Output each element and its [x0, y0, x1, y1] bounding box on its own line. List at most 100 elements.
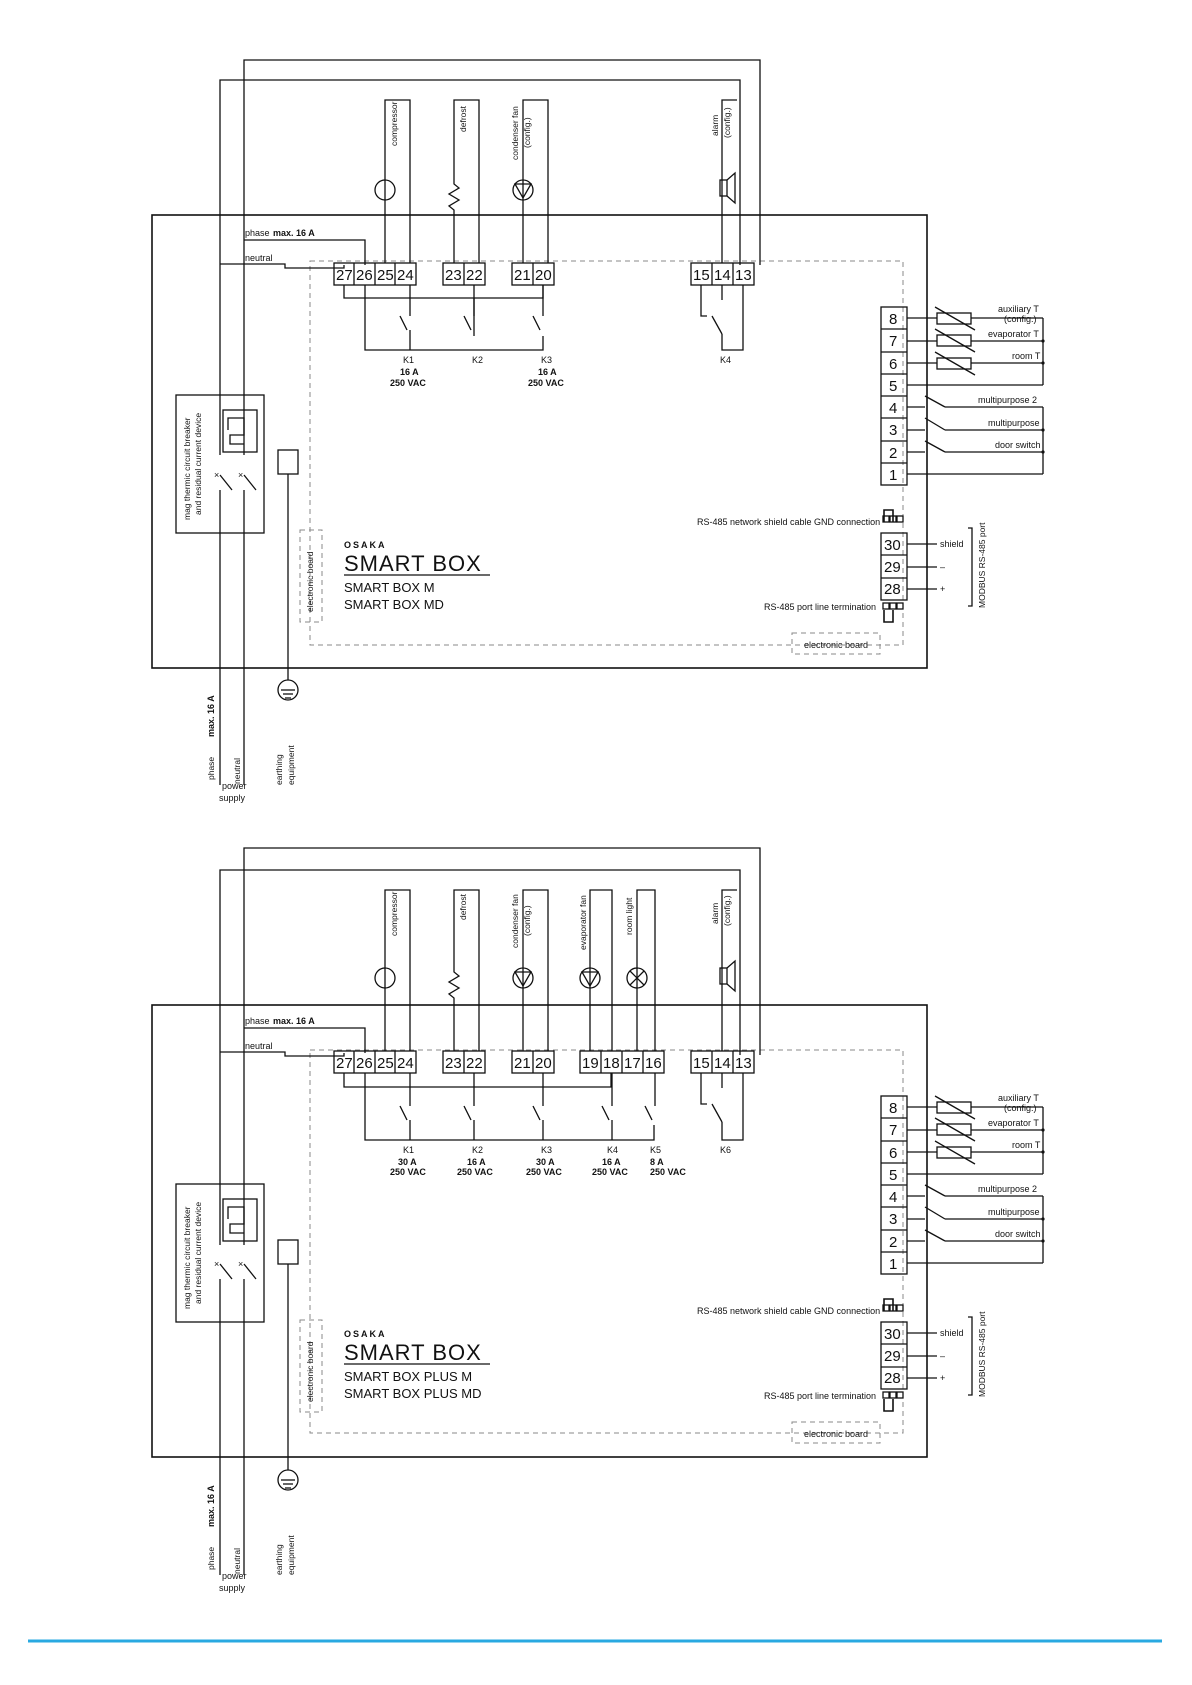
- brand-block: OSAKA SMART BOX SMART BOX M SMART BOX MD: [344, 540, 490, 612]
- defrost-label: defrost: [458, 105, 468, 132]
- terminal-8: 8: [889, 311, 897, 328]
- input-auxiliary-t: auxiliary T: [998, 304, 1039, 314]
- relay-k1: K1 30 A 250 VAC: [390, 1073, 426, 1177]
- relay-k1-voltage: 250 VAC: [390, 1167, 426, 1177]
- input-evaporator-t: evaporator T: [988, 1118, 1039, 1128]
- terminal-25: 25: [377, 267, 394, 284]
- terminal-20: 20: [535, 267, 552, 284]
- earth-terminal: [277, 449, 299, 475]
- relay-k5-current: 8 A: [650, 1157, 664, 1167]
- electronic-board-vertical: electronic board: [305, 551, 315, 612]
- earth-icon: [277, 1469, 299, 1491]
- relay-k1: K1 16 A 250 VAC: [390, 285, 426, 388]
- supply-power: power: [222, 1571, 247, 1581]
- terminal-23: 23: [445, 267, 462, 284]
- svg-text:×: ×: [214, 1259, 219, 1269]
- terminal-15: 15: [693, 1055, 710, 1072]
- terminal-5: 5: [889, 378, 897, 395]
- input-evaporator-t: evaporator T: [988, 329, 1039, 339]
- terminal-13: 13: [735, 267, 752, 284]
- rs485-gnd-label: RS-485 network shield cable GND connecti…: [697, 1306, 880, 1316]
- model-name-2: SMART BOX MD: [344, 597, 444, 612]
- breaker-label-1: mag thermic circuit breaker: [182, 1206, 192, 1309]
- modbus-port-label: MODBUS RS-485 port: [977, 522, 987, 608]
- terminal-5: 5: [889, 1167, 897, 1184]
- terminal-24: 24: [397, 267, 414, 284]
- terminal-3: 3: [889, 1211, 897, 1228]
- rs485-gnd-label: RS-485 network shield cable GND connecti…: [697, 517, 880, 527]
- relay-k1-voltage: 250 VAC: [390, 378, 426, 388]
- load-condenser-fan: condenser fan (config.): [510, 99, 549, 263]
- svg-text:×: ×: [214, 470, 219, 480]
- equipment-label: equipment: [286, 1535, 296, 1575]
- terminal-27: 27: [336, 267, 353, 284]
- terminal-28: 28: [884, 581, 901, 598]
- load-defrost: defrost: [447, 99, 480, 263]
- terminal-3: 3: [889, 422, 897, 439]
- phase-label: phase: [245, 228, 270, 238]
- compressor-label: compressor: [389, 101, 399, 146]
- load-compressor: compressor: [374, 99, 411, 263]
- terminal-4: 4: [889, 400, 897, 417]
- circuit-breaker: mag thermic circuit breaker and residual…: [175, 394, 265, 534]
- sensor-inputs: auxiliary T (config.) evaporator T room …: [907, 1093, 1045, 1264]
- relay-k2: K2 16 A 250 VAC: [457, 1073, 493, 1177]
- condenser-fan-label: condenser fan: [510, 894, 520, 948]
- supply-supply: supply: [219, 1583, 246, 1593]
- speaker-icon: [719, 967, 728, 985]
- relay-k4-name: K4: [607, 1145, 618, 1155]
- terminal-7: 7: [889, 333, 897, 350]
- load-alarm: alarm (config.): [710, 889, 737, 1051]
- terminal-22: 22: [466, 267, 483, 284]
- input-room-t: room T: [1012, 351, 1041, 361]
- phase-max-label: max. 16 A: [273, 1016, 315, 1026]
- top-terminal-block: 27 26 25 24 23 22 21 20 15 14 13: [333, 262, 755, 286]
- shield-label: shield: [940, 1328, 964, 1338]
- diagram-top: phase max. 16 A neutral 27 26 25 24 23 2…: [151, 59, 1045, 803]
- input-auxiliary-config: (config.): [1004, 314, 1037, 324]
- load-defrost: defrost: [447, 889, 480, 1051]
- terminal-20: 20: [535, 1055, 552, 1072]
- relay-k6: K6: [700, 1073, 744, 1155]
- input-multipurpose-2: multipurpose 2: [978, 395, 1037, 405]
- electronic-board-label: electronic board: [804, 640, 868, 650]
- earthing-label: earthing: [274, 754, 284, 785]
- relay-k1-current: 30 A: [398, 1157, 417, 1167]
- terminal-17: 17: [624, 1055, 641, 1072]
- earthing-label: earthing: [274, 1544, 284, 1575]
- fan-icon: [512, 967, 534, 989]
- terminal-1: 1: [889, 1256, 897, 1273]
- input-room-t: room T: [1012, 1140, 1041, 1150]
- terminal-2: 2: [889, 445, 897, 462]
- input-multipurpose: multipurpose: [988, 418, 1040, 428]
- terminal-6: 6: [889, 1145, 897, 1162]
- electronic-board-label: electronic board: [804, 1429, 868, 1439]
- supply-max: max. 16 A: [206, 1485, 216, 1527]
- svg-text:×: ×: [238, 1259, 243, 1269]
- supply-power: power: [222, 781, 247, 791]
- terminal-22: 22: [466, 1055, 483, 1072]
- earth-terminal: [277, 1239, 299, 1265]
- neutral-label: neutral: [245, 253, 273, 263]
- terminal-21: 21: [514, 1055, 531, 1072]
- relay-k3: K3 16 A 250 VAC: [528, 285, 564, 388]
- compressor-motor-icon: [374, 179, 396, 201]
- condenser-fan-config: (config.): [522, 905, 532, 936]
- terminal-6: 6: [889, 356, 897, 373]
- lamp-icon: [626, 967, 648, 989]
- alarm-config: (config.): [722, 895, 732, 926]
- relay-k4-current: 16 A: [602, 1157, 621, 1167]
- shield-label: shield: [940, 539, 964, 549]
- room-light-label: room light: [624, 897, 634, 935]
- breaker-label-1: mag thermic circuit breaker: [182, 417, 192, 520]
- electronic-board-vertical: electronic board: [305, 1341, 315, 1402]
- terminal-23: 23: [445, 1055, 462, 1072]
- terminal-25: 25: [377, 1055, 394, 1072]
- relay-k3: K3 30 A 250 VAC: [526, 1073, 562, 1177]
- terminal-30: 30: [884, 1326, 901, 1343]
- terminal-26: 26: [356, 267, 373, 284]
- relay-k5: K5 8 A 250 VAC: [644, 1073, 686, 1177]
- plus-label: +: [940, 584, 945, 594]
- brand-block: OSAKA SMART BOX SMART BOX PLUS M SMART B…: [344, 1329, 490, 1401]
